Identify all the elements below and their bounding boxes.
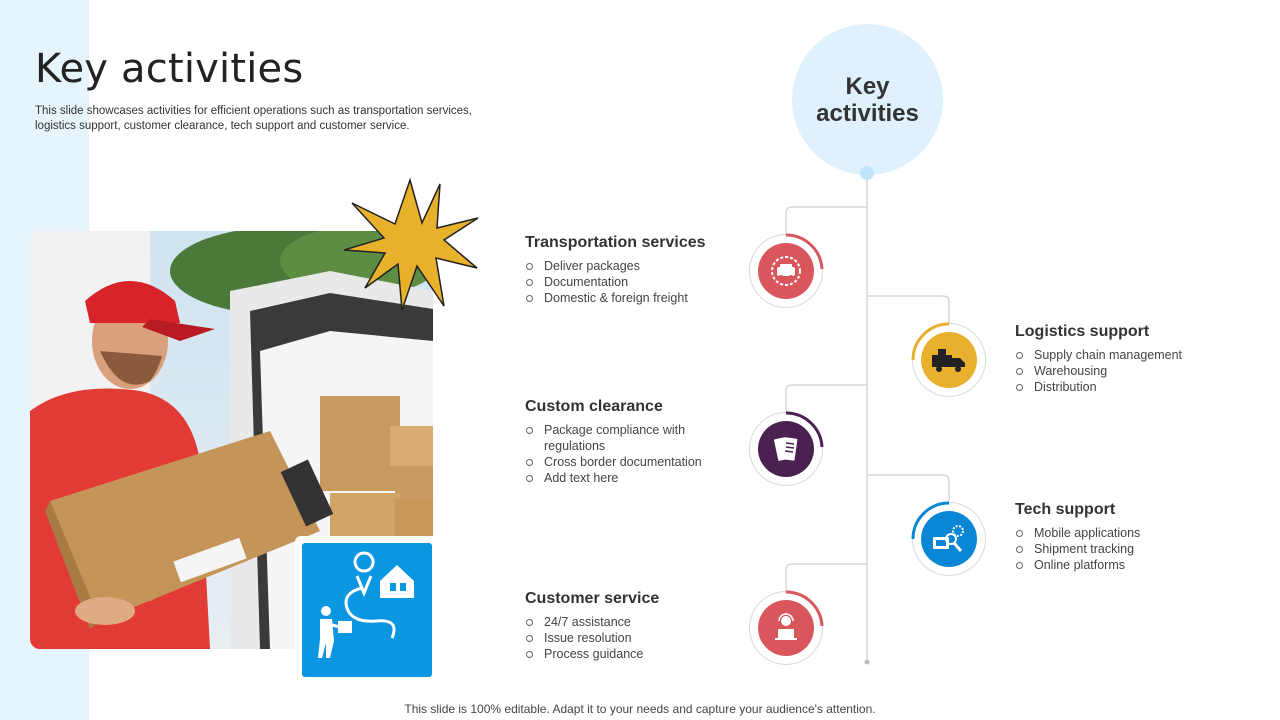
transportation-services-title: Transportation services [525,234,706,251]
transportation-services-list: Deliver packages Documentation Domestic … [525,258,725,306]
list-item: Add text here [525,470,725,486]
customer-service-title: Customer service [525,590,660,607]
tech-support-title: Tech support [1015,501,1116,518]
page-title: Key activities [35,46,304,92]
support-agent-icon [775,613,797,640]
page-subtitle: This slide showcases activities for effi… [35,105,472,132]
list-item: Online platforms [1015,557,1235,573]
list-item: Process guidance [525,646,725,662]
activity-node-tech-support [911,501,985,575]
tech-support-icon [933,525,964,552]
route-delivery-icon [302,543,432,677]
starburst-icon [343,178,479,311]
custom-clearance-title: Custom clearance [525,398,663,415]
custom-clearance-list: Package compliance with regulations Cros… [525,422,725,486]
list-item: Distribution [1015,379,1235,395]
list-item: Shipment tracking [1015,541,1235,557]
list-item: Deliver packages [525,258,725,274]
hub-circle: Key activities [792,24,943,175]
customer-service-list: 24/7 assistance Issue resolution Process… [525,614,725,662]
activity-node-customer-service [750,590,824,664]
list-item: Cross border documentation [525,454,725,470]
freight-truck-icon [932,349,965,372]
list-item: Documentation [525,274,725,290]
list-item: Warehousing [1015,363,1235,379]
logistics-support-list: Supply chain management Warehousing Dist… [1015,347,1235,395]
delivery-truck-icon [771,256,801,286]
activity-node-logistics [911,322,985,396]
list-item: 24/7 assistance [525,614,725,630]
tech-support-list: Mobile applications Shipment tracking On… [1015,525,1235,573]
hub-dot [860,166,874,180]
list-item: Issue resolution [525,630,725,646]
activity-node-transportation [750,233,824,307]
list-item: Supply chain management [1015,347,1235,363]
documents-icon [774,437,798,461]
list-item: Mobile applications [1015,525,1235,541]
list-item: Domestic & foreign freight [525,290,725,306]
logistics-support-title: Logistics support [1015,323,1150,340]
list-item: Package compliance with regulations [525,422,725,454]
footer-note: This slide is 100% editable. Adapt it to… [404,702,876,716]
activity-node-custom-clearance [750,411,824,485]
hub-title: Key activities [816,72,919,127]
